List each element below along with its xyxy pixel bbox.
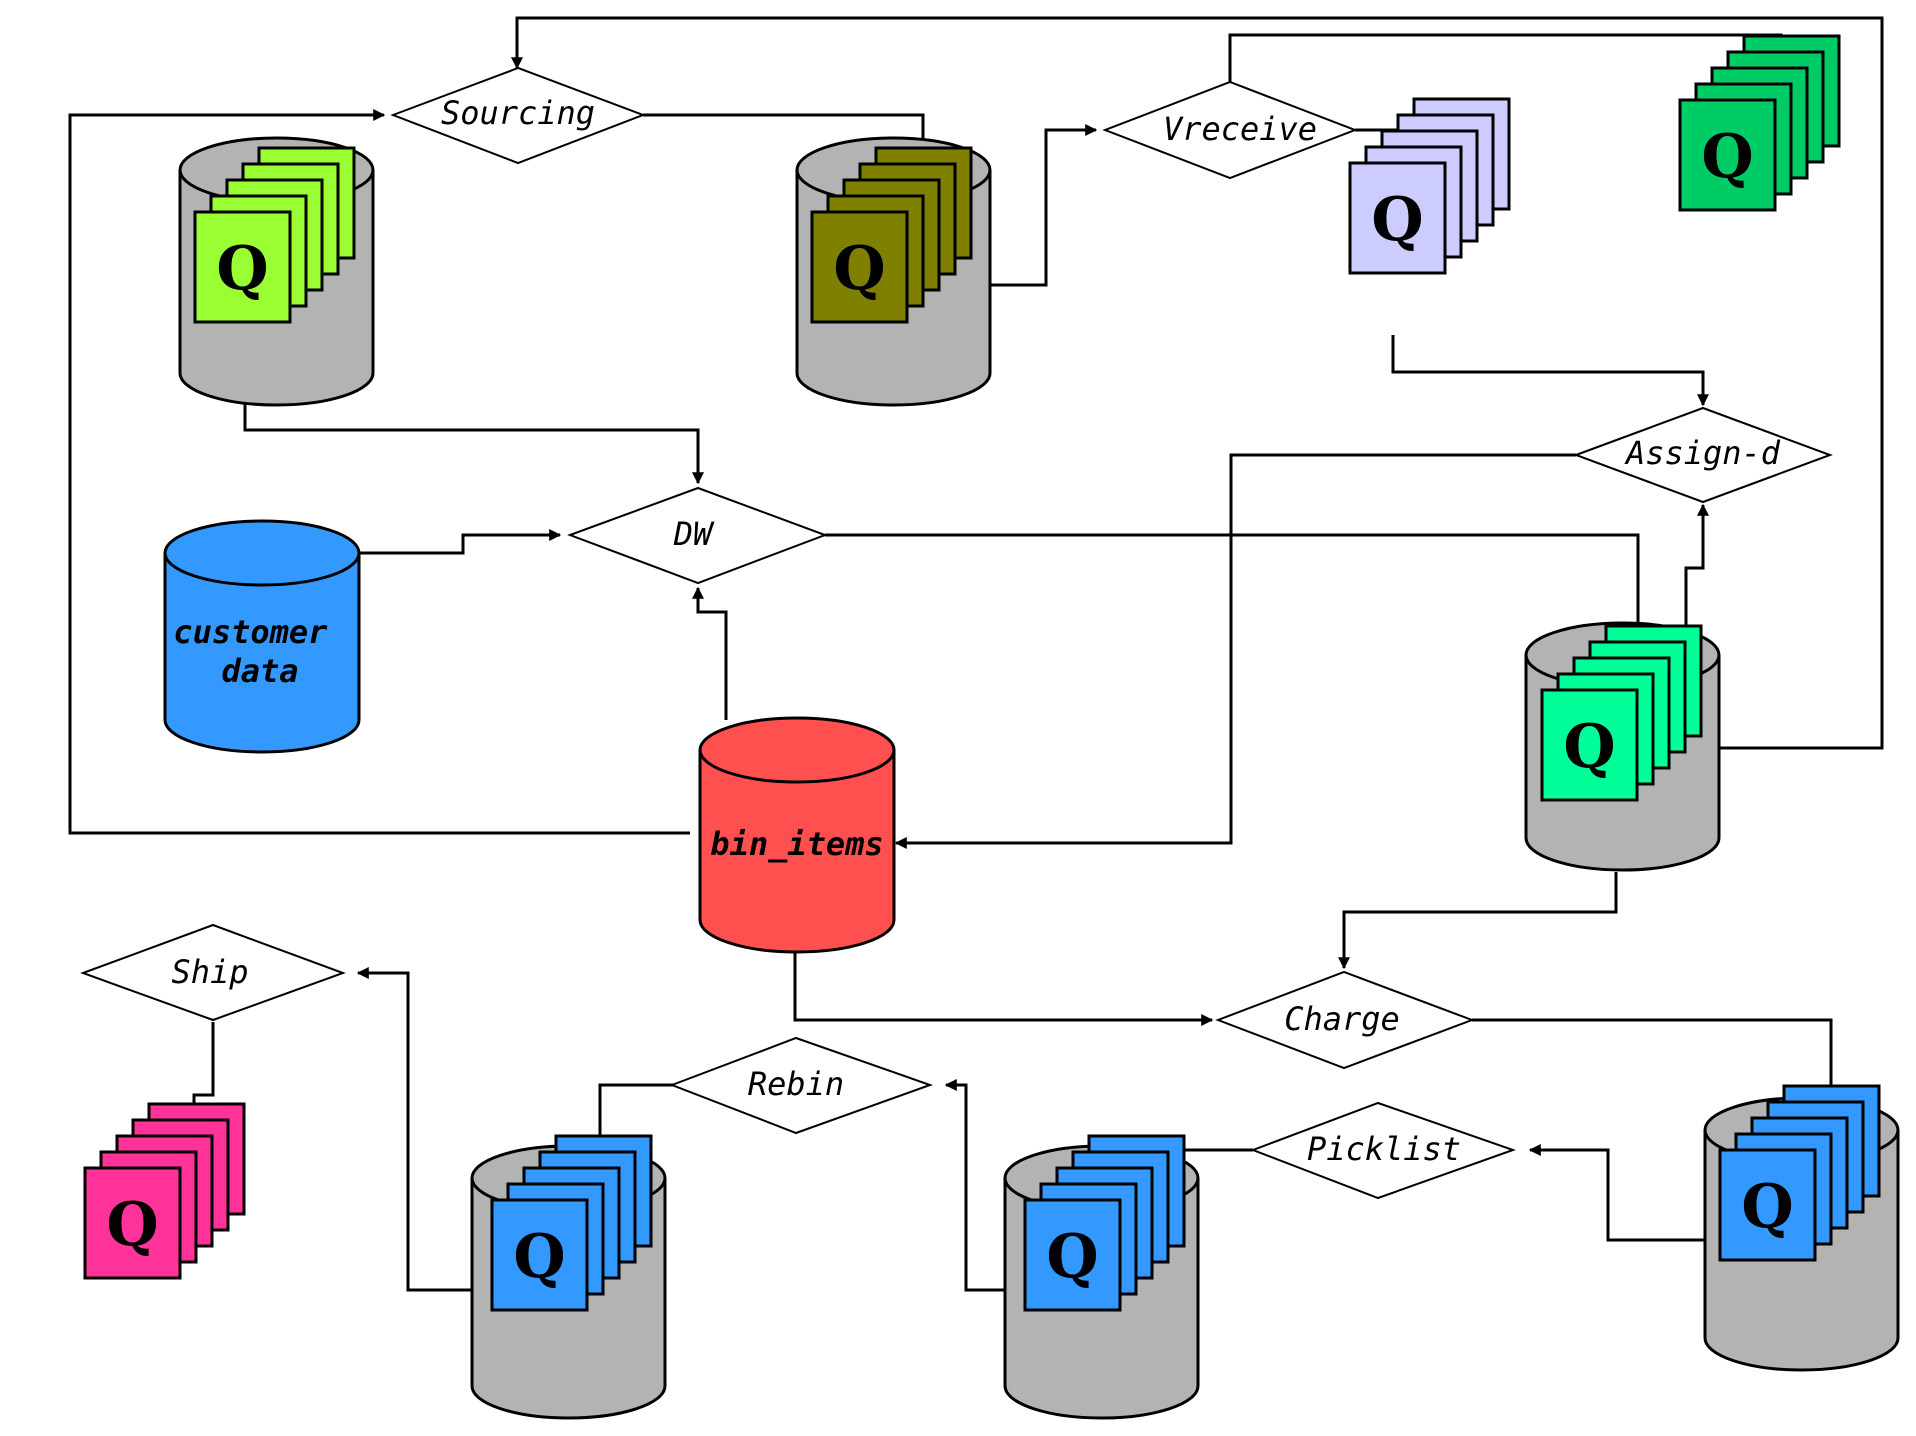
database-label-bin-items: bin_items xyxy=(710,825,883,863)
connector-olive-to-vreceive xyxy=(988,124,1098,287)
queue-light-green-label: Q xyxy=(216,234,268,304)
process-label-ship: Ship xyxy=(171,953,248,991)
queue-mint-card xyxy=(1540,688,1639,802)
queue-mint[interactable]: Q xyxy=(1524,621,1721,872)
queue-olive-label: Q xyxy=(833,234,885,304)
process-label-dw: DW xyxy=(673,515,715,553)
connector-mint-to-charge xyxy=(1338,872,1618,970)
process-label-rebin: Rebin xyxy=(748,1065,844,1103)
connector-binitems-to-dw xyxy=(692,586,728,720)
connector-binitems-to-charge xyxy=(793,952,1214,1026)
queue-groups: Q Q Q Q Q Q Q Q Q xyxy=(83,34,1900,1420)
connector-blue-mid-to-rebin xyxy=(944,1079,1005,1292)
process-diamond-vreceive[interactable]: Vreceive xyxy=(1102,80,1358,180)
process-diamond-picklist[interactable]: Picklist xyxy=(1250,1101,1517,1200)
queue-blue-left-card xyxy=(490,1198,589,1312)
queue-lavender-card xyxy=(1348,161,1447,275)
queue-mint-label: Q xyxy=(1563,712,1615,782)
queue-light-green-card xyxy=(193,210,292,324)
connector-customer-to-dw xyxy=(358,529,562,555)
process-diamond-dw[interactable]: DW xyxy=(567,486,828,585)
queue-blue-middle[interactable]: Q xyxy=(1003,1134,1200,1420)
process-label-vreceive: Vreceive xyxy=(1163,110,1317,148)
queue-olive-card xyxy=(810,210,909,324)
queue-lavender[interactable]: Q xyxy=(1348,97,1511,275)
connector-mint-to-sourcing xyxy=(511,16,1884,750)
process-label-charge: Charge xyxy=(1284,1000,1400,1038)
database-customer-data[interactable]: customer data xyxy=(163,519,361,754)
connector-blue-right-to-picklist xyxy=(1528,1144,1705,1242)
queue-blue-right-card xyxy=(1718,1148,1817,1262)
process-label-sourcing: Sourcing xyxy=(441,94,595,132)
queue-blue-right[interactable]: Q xyxy=(1703,1084,1900,1372)
process-diamond-assign-d[interactable]: Assign-d xyxy=(1573,406,1833,504)
queue-pink[interactable]: Q xyxy=(83,1102,246,1280)
queue-blue-right-label: Q xyxy=(1741,1172,1793,1242)
connector-assign-to-binitems xyxy=(894,453,1576,849)
queue-lavender-label: Q xyxy=(1371,185,1423,255)
process-diamond-ship[interactable]: Ship xyxy=(80,923,346,1022)
connector-binitems-to-sourcing xyxy=(68,109,690,835)
queue-olive[interactable]: Q xyxy=(795,136,992,407)
queue-dark-green-card xyxy=(1678,98,1777,212)
database-bin-items[interactable]: bin_items xyxy=(698,716,896,954)
process-diamond-charge[interactable]: Charge xyxy=(1215,970,1475,1070)
connector-blue-left-to-ship xyxy=(356,967,472,1292)
database-label-customer-data: customer data xyxy=(173,613,346,690)
queue-blue-middle-card xyxy=(1023,1198,1122,1312)
queue-dark-green-label: Q xyxy=(1701,122,1753,192)
process-diamond-rebin[interactable]: Rebin xyxy=(669,1036,933,1135)
process-label-picklist: Picklist xyxy=(1307,1130,1461,1168)
queue-pink-card xyxy=(83,1166,182,1280)
queue-blue-left[interactable]: Q xyxy=(470,1134,667,1420)
queue-light-green[interactable]: Q xyxy=(178,136,375,407)
connector-lavender-to-assign xyxy=(1391,335,1709,407)
queue-dark-green[interactable]: Q xyxy=(1678,34,1841,212)
queue-pink-label: Q xyxy=(106,1190,158,1260)
queue-blue-middle-label: Q xyxy=(1046,1222,1098,1292)
process-diamond-sourcing[interactable]: Sourcing xyxy=(390,66,646,165)
process-label-assign-d: Assign-d xyxy=(1624,434,1781,472)
connector-mint-to-assign xyxy=(1684,503,1709,643)
queue-blue-left-label: Q xyxy=(513,1222,565,1292)
